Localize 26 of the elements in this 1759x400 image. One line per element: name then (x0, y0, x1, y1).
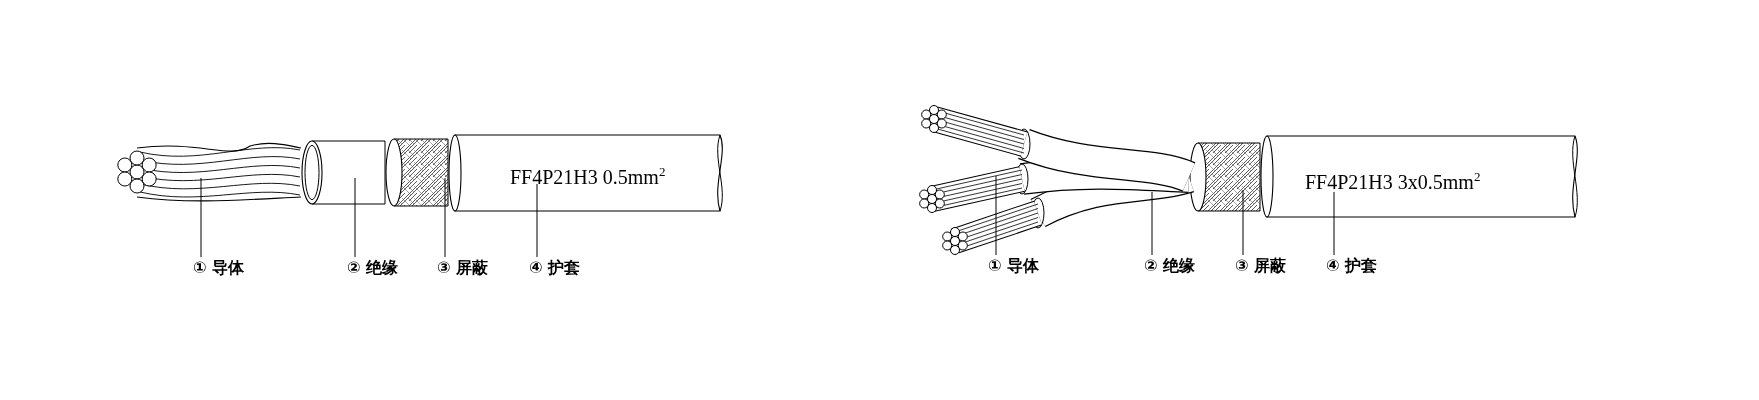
callout-label: ① 导体 (988, 256, 1040, 276)
callout-label: ③ 屏蔽 (1235, 256, 1287, 276)
conductor-strands-drawing (919, 105, 1043, 255)
cable-marking: FF4P21H3 0.5mm$^{2}$ (510, 163, 666, 189)
leader-line (1151, 191, 1153, 256)
leader-line (200, 177, 202, 258)
conductor-strands-drawing (117, 142, 302, 202)
cable-jacket (448, 134, 723, 212)
leader-line (1333, 191, 1335, 256)
callout-label: ① 导体 (193, 258, 245, 278)
braided-shield (1189, 142, 1261, 212)
leader-line (995, 175, 997, 256)
leader-line (354, 177, 356, 258)
callout-label: ② 绝缘 (347, 258, 399, 278)
leader-line (444, 177, 446, 258)
callout-label: ② 绝缘 (1144, 256, 1196, 276)
braided-shield (385, 138, 449, 207)
callout-label: ④ 护套 (529, 258, 581, 278)
insulation-layer (301, 140, 386, 205)
leader-line (1242, 189, 1244, 256)
callout-label: ④ 护套 (1326, 256, 1378, 276)
leader-line (536, 183, 538, 258)
callout-label: ③ 屏蔽 (437, 258, 489, 278)
insulated-cores-drawing (1015, 128, 1195, 229)
cable-marking: FF4P21H3 3x0.5mm$^{2}$ (1305, 168, 1481, 194)
cable-jacket (1260, 135, 1578, 218)
